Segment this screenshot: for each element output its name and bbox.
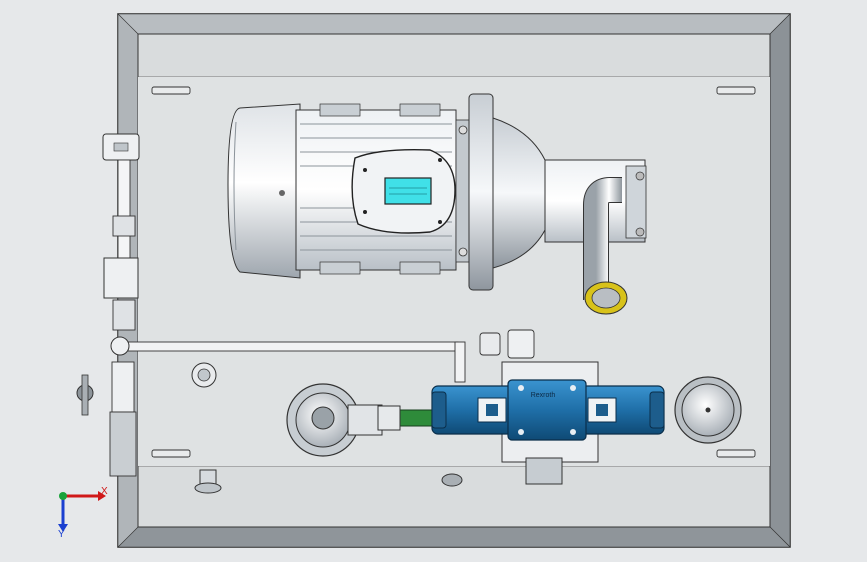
axis-y-label: Y: [58, 529, 65, 540]
solenoid-coil-icon: [477, 397, 617, 423]
pressure-line-fittings: [76, 133, 140, 477]
filler-cap: [674, 376, 742, 444]
motor-terminal-box-icon: [351, 149, 456, 234]
mounting-plate: [137, 33, 771, 528]
return-line: [110, 329, 535, 383]
electric-motor: [227, 103, 457, 279]
axis-x-label: X: [101, 486, 108, 497]
pump-flange: [455, 93, 546, 291]
coordinate-triad-icon: [58, 491, 106, 532]
directional-valve: [431, 379, 665, 441]
pressure-hose: [377, 405, 433, 431]
drain-plug: [194, 469, 463, 494]
mounting-slots: [151, 86, 756, 458]
breather-fitting: [191, 362, 217, 388]
valve-brand-label: Rexroth: [530, 392, 556, 399]
suction-pipe: [583, 177, 628, 315]
